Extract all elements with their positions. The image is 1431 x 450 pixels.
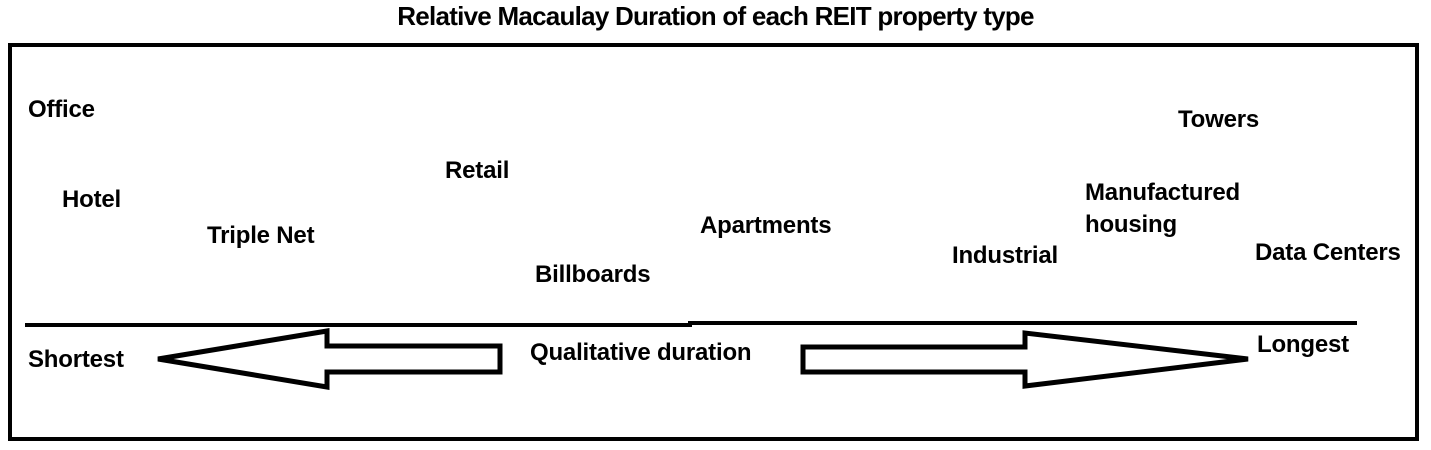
property-label-retail: Retail xyxy=(445,157,510,184)
property-label-data-centers: Data Centers xyxy=(1255,239,1401,266)
property-label-industrial: Industrial xyxy=(952,242,1059,269)
right-arrow xyxy=(800,330,1249,389)
left-arrow xyxy=(157,328,503,390)
axis-label-shortest: Shortest xyxy=(28,346,124,373)
axis-line-right-segment xyxy=(688,321,1357,325)
property-label-apartments: Apartments xyxy=(700,212,832,239)
property-label-hotel: Hotel xyxy=(62,186,122,213)
property-label-triple-net: Triple Net xyxy=(207,222,315,249)
property-label-billboards: Billboards xyxy=(535,261,651,288)
property-label-manufactured-housing: Manufactured housing xyxy=(1085,179,1240,239)
figure-title: Relative Macaulay Duration of each REIT … xyxy=(397,1,1034,31)
axis-label-longest: Longest xyxy=(1257,331,1349,358)
property-label-office: Office xyxy=(28,96,95,123)
axis-line-left-segment xyxy=(25,323,692,327)
axis-label-qualitative-duration: Qualitative duration xyxy=(530,339,752,366)
property-label-towers: Towers xyxy=(1178,106,1260,133)
